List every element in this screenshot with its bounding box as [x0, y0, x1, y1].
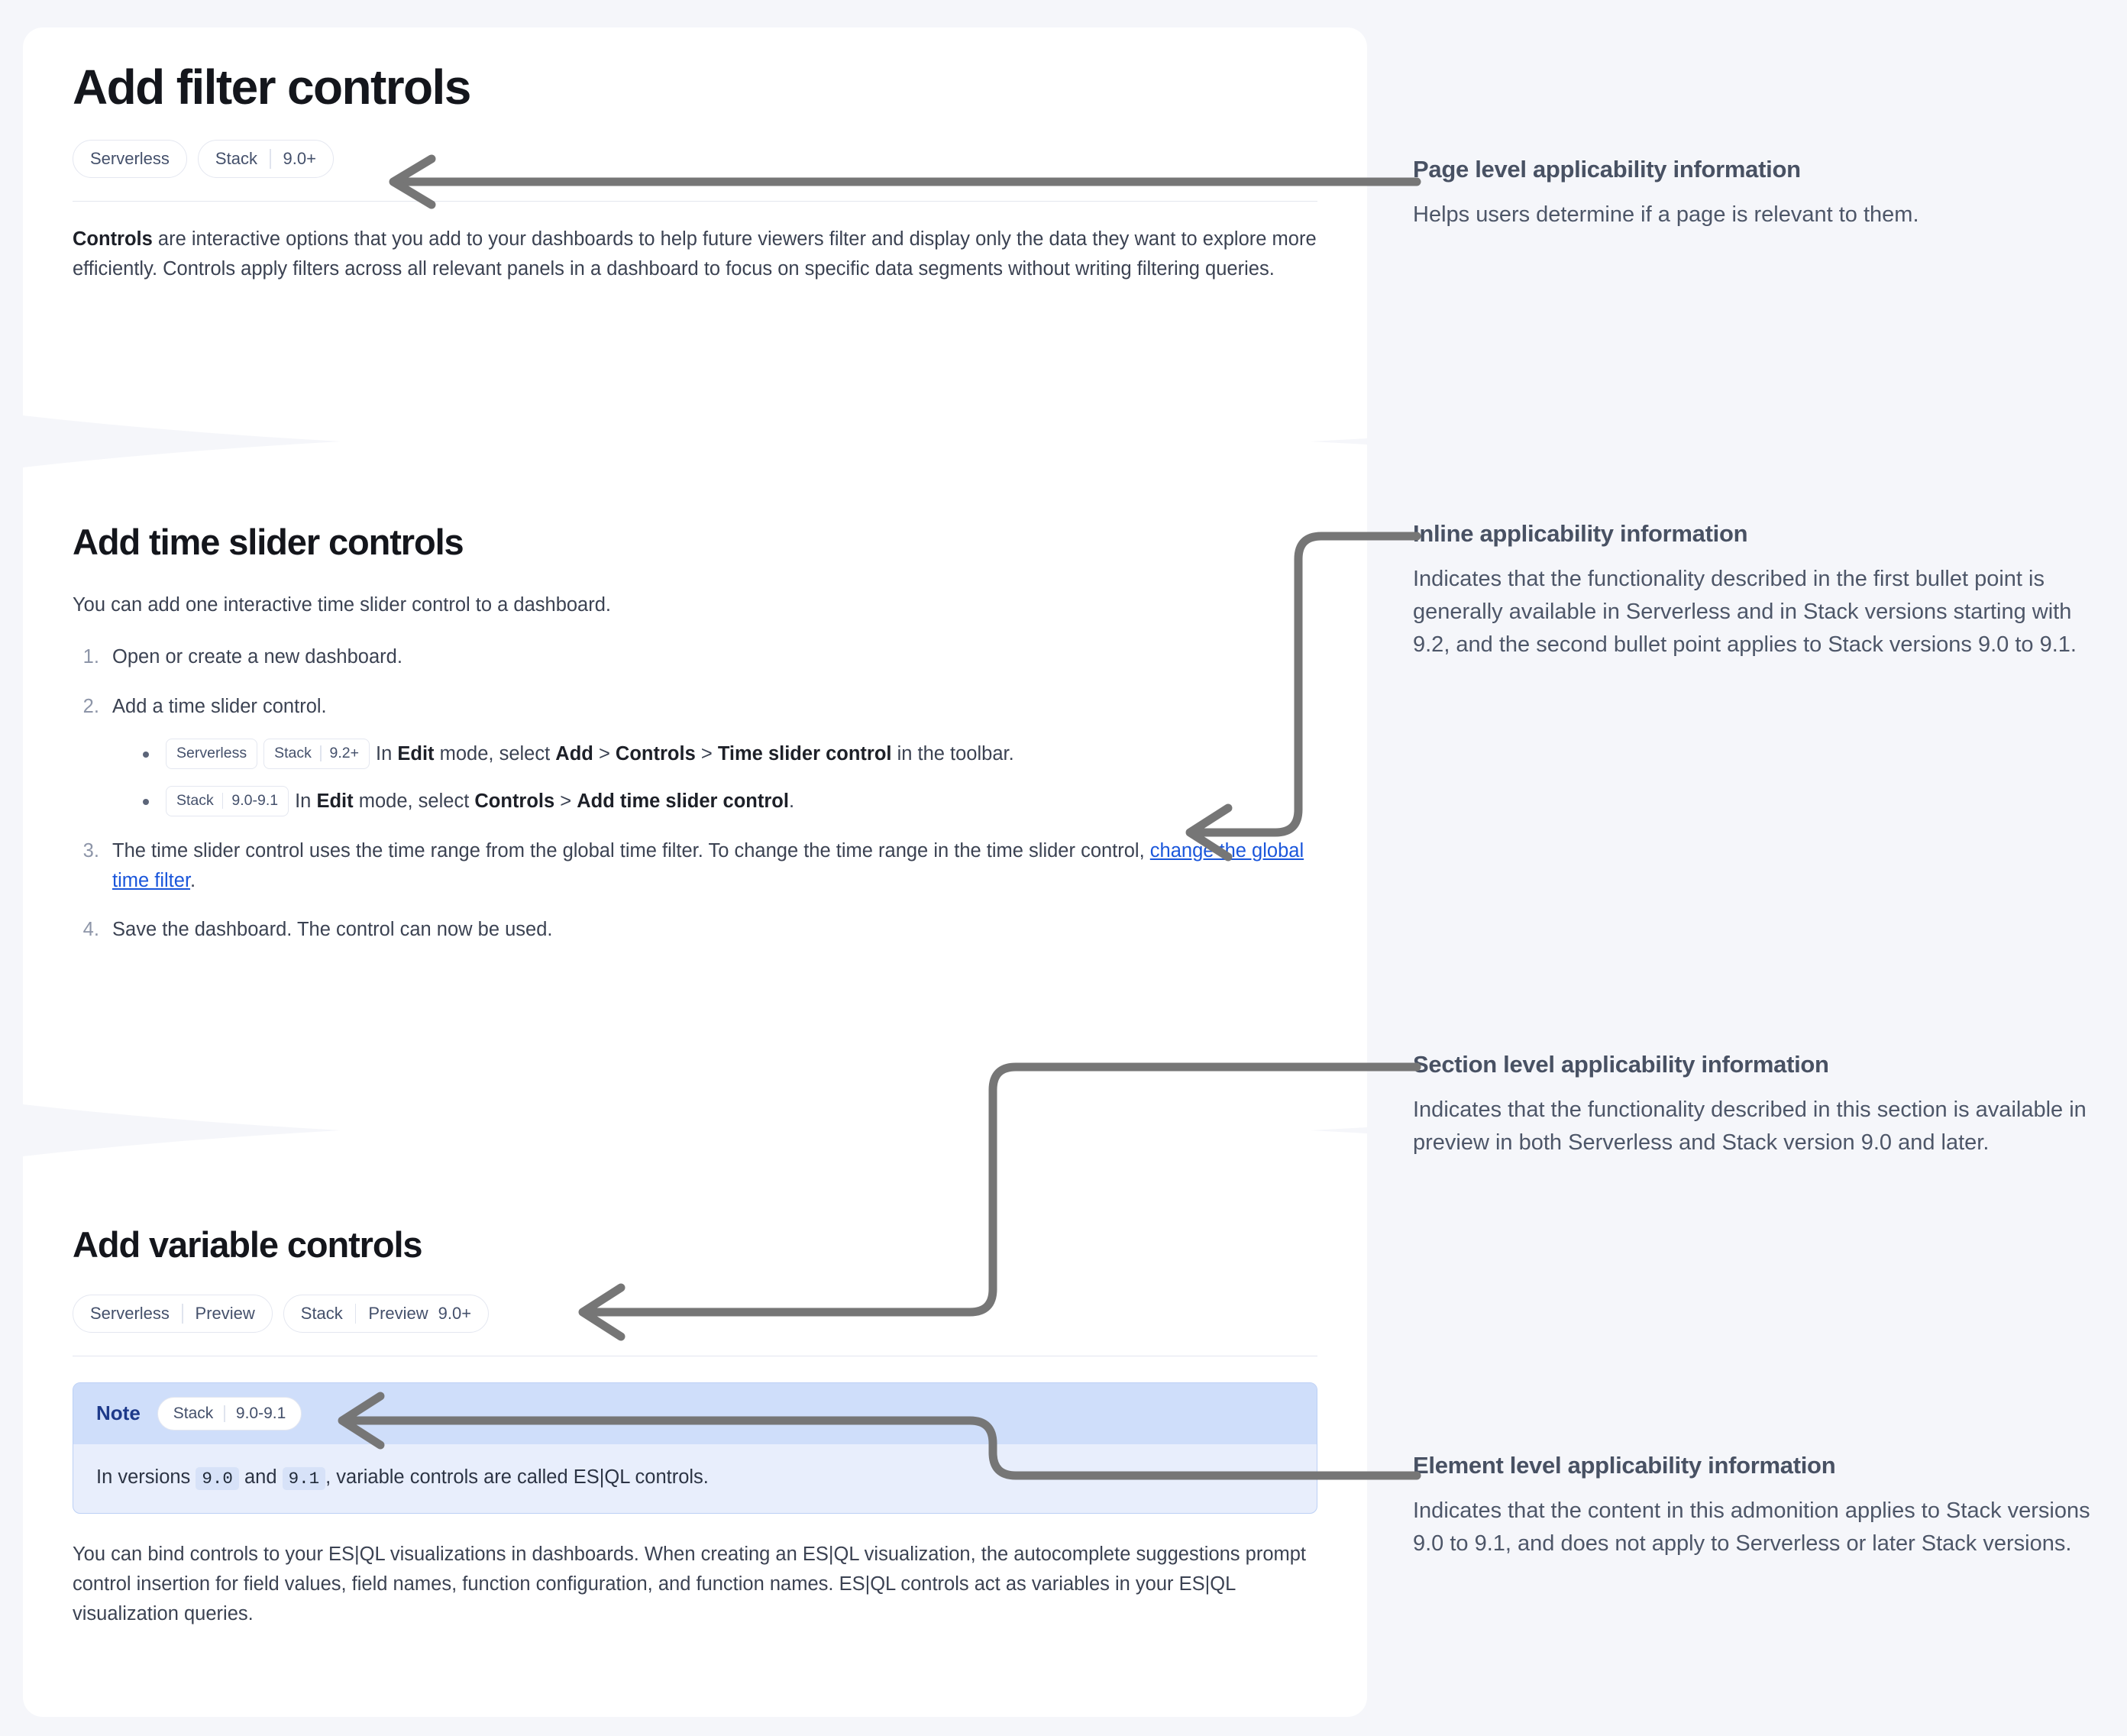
bullet-2: Stack 9.0-9.1 In Edit mode, select Contr… — [140, 785, 1317, 816]
badge-separator — [319, 745, 322, 762]
badge-label: Stack — [215, 149, 257, 169]
t: Add — [555, 742, 593, 765]
t: mode, select — [434, 742, 556, 765]
intro-rest: are interactive options that you add to … — [73, 228, 1317, 280]
step-text: Open or create a new dashboard. — [112, 646, 402, 668]
intro-lead: Controls — [73, 228, 153, 251]
t: Add time slider control — [577, 790, 789, 812]
annotation-body: Indicates that the functionality describ… — [1413, 567, 2077, 657]
badge-stack[interactable]: Stack 9.0+ — [197, 140, 334, 179]
badge-serverless-preview[interactable]: Serverless Preview — [73, 1294, 273, 1333]
t: Edit — [316, 790, 354, 812]
note-body: In versions 9.0 and 9.1, variable contro… — [73, 1444, 1317, 1514]
wave-separator-1 — [23, 394, 1367, 486]
annotation-heading: Section level applicability information — [1413, 1051, 1829, 1078]
version-code-91: 9.1 — [282, 1466, 326, 1490]
version-code-90: 9.0 — [196, 1466, 239, 1490]
badge-version: 9.2+ — [329, 745, 360, 762]
annotation-heading: Inline applicability information — [1413, 520, 1748, 547]
badge-label: Stack — [274, 745, 312, 762]
t: and — [238, 1466, 283, 1488]
t: > — [554, 790, 577, 812]
badge-version: 9.0+ — [283, 149, 316, 169]
badge-version: 9.0-9.1 — [235, 1404, 286, 1422]
page-intro-card: Add filter controls Serverless Stack 9.0… — [23, 27, 1367, 409]
page-applicability-badges: Serverless Stack 9.0+ — [73, 140, 1317, 179]
step-text: The time slider control uses the time ra… — [112, 839, 1150, 862]
badge-separator — [181, 1303, 183, 1324]
t: Controls — [615, 742, 696, 765]
time-slider-section-card: Add time slider controls You can add one… — [23, 467, 1367, 1101]
t: in the toolbar. — [891, 742, 1014, 765]
badge-serverless[interactable]: Serverless — [73, 140, 187, 179]
annotation-inline-level: Inline applicability information Indicat… — [1413, 519, 2100, 661]
badge-version: Preview — [368, 1303, 428, 1323]
divider — [73, 201, 1317, 202]
t: mode, select — [353, 790, 475, 812]
t: Controls — [474, 790, 555, 812]
note-label: Note — [96, 1401, 141, 1425]
annotation-page-level: Page level applicability information Hel… — [1413, 155, 2100, 231]
variable-controls-paragraph: You can bind controls to your ES|QL visu… — [73, 1544, 1307, 1624]
annotation-body: Indicates that the content in this admon… — [1413, 1498, 2090, 1557]
step-3: The time slider control uses the time ra… — [105, 836, 1317, 896]
section-title-time-slider: Add time slider controls — [73, 522, 464, 562]
note-admonition: Note Stack 9.0-9.1 In versions 9.0 and 9… — [73, 1382, 1317, 1515]
step-2-bullets: Serverless Stack 9.2+ In Edit mode, sele… — [112, 738, 1317, 816]
badge-version: Preview — [195, 1303, 255, 1323]
badge-separator — [224, 1405, 225, 1422]
t: > — [593, 742, 616, 765]
badge-stack-preview[interactable]: Stack Preview 9.0+ — [283, 1294, 490, 1333]
t: In — [376, 742, 398, 765]
step-1: Open or create a new dashboard. — [105, 642, 1317, 672]
badge-separator — [269, 149, 271, 170]
variable-controls-section-card: Add variable controls Serverless Preview… — [23, 1156, 1367, 1717]
annotation-body: Helps users determine if a page is relev… — [1413, 202, 1919, 228]
bullet-1: Serverless Stack 9.2+ In Edit mode, sele… — [140, 738, 1317, 769]
badge-version: 9.0+ — [438, 1303, 472, 1323]
badge-version: 9.0-9.1 — [231, 792, 279, 810]
step-2: Add a time slider control. Serverless St… — [105, 692, 1317, 816]
note-header: Note Stack 9.0-9.1 — [73, 1382, 1317, 1444]
section-title-variable: Add variable controls — [73, 1224, 423, 1265]
annotation-body: Indicates that the functionality describ… — [1413, 1098, 2087, 1156]
annotation-element-level: Element level applicability information … — [1413, 1451, 2100, 1560]
badge-separator — [221, 793, 224, 810]
documentation-column: Add filter controls Serverless Stack 9.0… — [23, 27, 1367, 1717]
inline-badge-serverless[interactable]: Serverless — [166, 738, 258, 769]
step-text: Add a time slider control. — [112, 696, 327, 718]
annotation-section-level: Section level applicability information … — [1413, 1050, 2100, 1159]
badge-label: Serverless — [176, 745, 247, 762]
bullet-text: In Edit mode, select Add > Controls > Ti… — [376, 739, 1014, 768]
section-applicability-badges: Serverless Preview Stack Preview 9.0+ — [73, 1294, 1317, 1333]
badge-label: Stack — [173, 1404, 214, 1422]
t: In versions — [96, 1466, 196, 1488]
page-title: Add filter controls — [73, 60, 471, 115]
badge-label: Stack — [176, 792, 214, 810]
t: > — [695, 742, 718, 765]
t: . — [788, 790, 795, 812]
annotation-heading: Element level applicability information — [1413, 1452, 1836, 1479]
t: , variable controls are called ES|QL con… — [325, 1466, 709, 1488]
badge-separator — [354, 1303, 357, 1324]
step-text-tail: . — [190, 869, 196, 891]
section-intro-time-slider: You can add one interactive time slider … — [73, 593, 611, 616]
badge-label: Serverless — [90, 149, 170, 169]
badge-label: Stack — [300, 1303, 343, 1323]
badge-label: Serverless — [90, 1303, 170, 1323]
t: Edit — [397, 742, 435, 765]
intro-paragraph: Controls are interactive options that yo… — [73, 225, 1317, 284]
inline-badge-stack[interactable]: Stack 9.2+ — [263, 738, 370, 769]
wave-separator-2 — [23, 1081, 1367, 1173]
time-slider-steps: Open or create a new dashboard. Add a ti… — [73, 642, 1317, 945]
bullet-text: In Edit mode, select Controls > Add time… — [295, 787, 794, 816]
step-text: Save the dashboard. The control can now … — [112, 919, 553, 941]
note-text: In versions 9.0 and 9.1, variable contro… — [96, 1463, 1294, 1492]
annotation-heading: Page level applicability information — [1413, 156, 1801, 183]
step-4: Save the dashboard. The control can now … — [105, 915, 1317, 945]
inline-badge-stack[interactable]: Stack 9.0-9.1 — [166, 785, 289, 816]
t: In — [295, 790, 317, 812]
t: Time slider control — [717, 742, 892, 765]
note-badge-stack[interactable]: Stack 9.0-9.1 — [157, 1396, 302, 1431]
